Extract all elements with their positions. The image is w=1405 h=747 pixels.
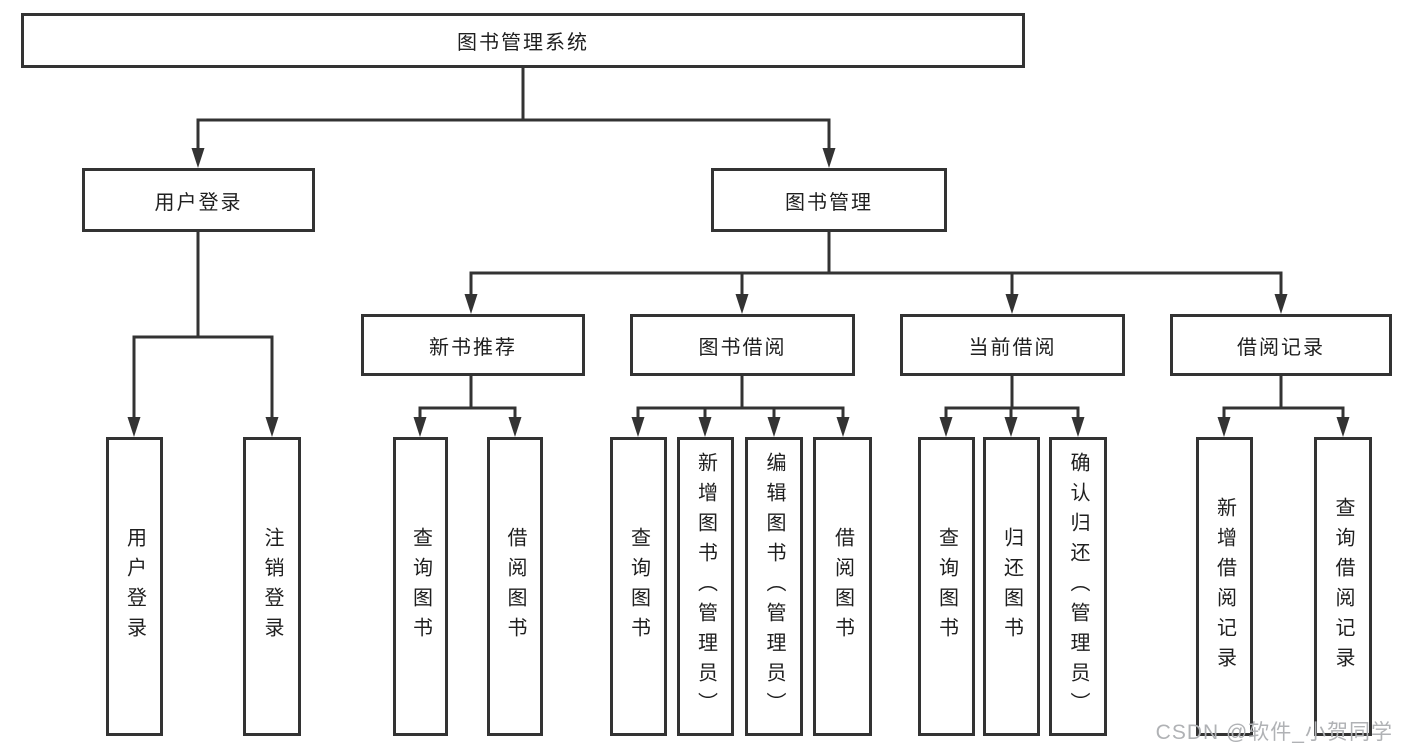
node-label: 借阅图书: [504, 526, 526, 647]
leaf-edit-books-admin: 编辑图书（管理员）: [745, 437, 803, 736]
leaf-search-borrow-record: 查询借阅记录: [1314, 437, 1372, 736]
node-library-management-system: 图书管理系统: [21, 13, 1025, 68]
node-label: 借阅记录: [1237, 336, 1325, 359]
node-label: 借阅图书: [831, 526, 854, 647]
leaf-search-books-borrowing: 查询图书: [610, 437, 667, 736]
node-label: 编辑图书（管理员）: [763, 451, 785, 722]
node-label: 查询借阅记录: [1332, 496, 1354, 677]
csdn-watermark: CSDN @软件_小贺同学: [1155, 721, 1393, 744]
node-label: 归还图书: [1000, 526, 1023, 647]
leaf-borrow-books-recommend: 借阅图书: [487, 437, 543, 736]
node-user-login-branch: 用户登录: [82, 168, 315, 232]
node-label: 查询图书: [935, 526, 958, 647]
node-label: 确认归还（管理员）: [1067, 451, 1089, 722]
leaf-add-borrow-record: 新增借阅记录: [1196, 437, 1253, 736]
node-label: 用户登录: [123, 526, 146, 647]
leaf-return-books: 归还图书: [983, 437, 1040, 736]
leaf-user-login: 用户登录: [106, 437, 163, 736]
node-label: 查询图书: [627, 526, 650, 647]
node-book-management-branch: 图书管理: [711, 168, 947, 232]
node-label: 图书管理系统: [457, 32, 589, 54]
node-label: 查询图书: [409, 526, 432, 647]
node-label: 用户登录: [154, 191, 243, 214]
node-book-borrowing: 图书借阅: [630, 314, 855, 376]
node-label: 新书推荐: [429, 336, 517, 359]
node-label: 当前借阅: [968, 336, 1057, 359]
node-current-borrowing: 当前借阅: [900, 314, 1125, 376]
node-label: 图书管理: [785, 191, 873, 214]
node-label: 图书借阅: [698, 336, 787, 359]
node-label: 注销登录: [261, 526, 283, 647]
leaf-search-books-recommend: 查询图书: [393, 437, 448, 736]
leaf-borrow-books: 借阅图书: [813, 437, 872, 736]
leaf-logout: 注销登录: [243, 437, 301, 736]
leaf-confirm-return-admin: 确认归还（管理员）: [1049, 437, 1107, 736]
leaf-search-books-current: 查询图书: [918, 437, 975, 736]
leaf-add-books-admin: 新增图书（管理员）: [677, 437, 734, 736]
node-new-book-recommendation: 新书推荐: [361, 314, 585, 376]
node-label: 新增借阅记录: [1213, 496, 1236, 677]
node-label: 新增图书（管理员）: [694, 451, 717, 722]
node-borrowing-records: 借阅记录: [1170, 314, 1392, 376]
